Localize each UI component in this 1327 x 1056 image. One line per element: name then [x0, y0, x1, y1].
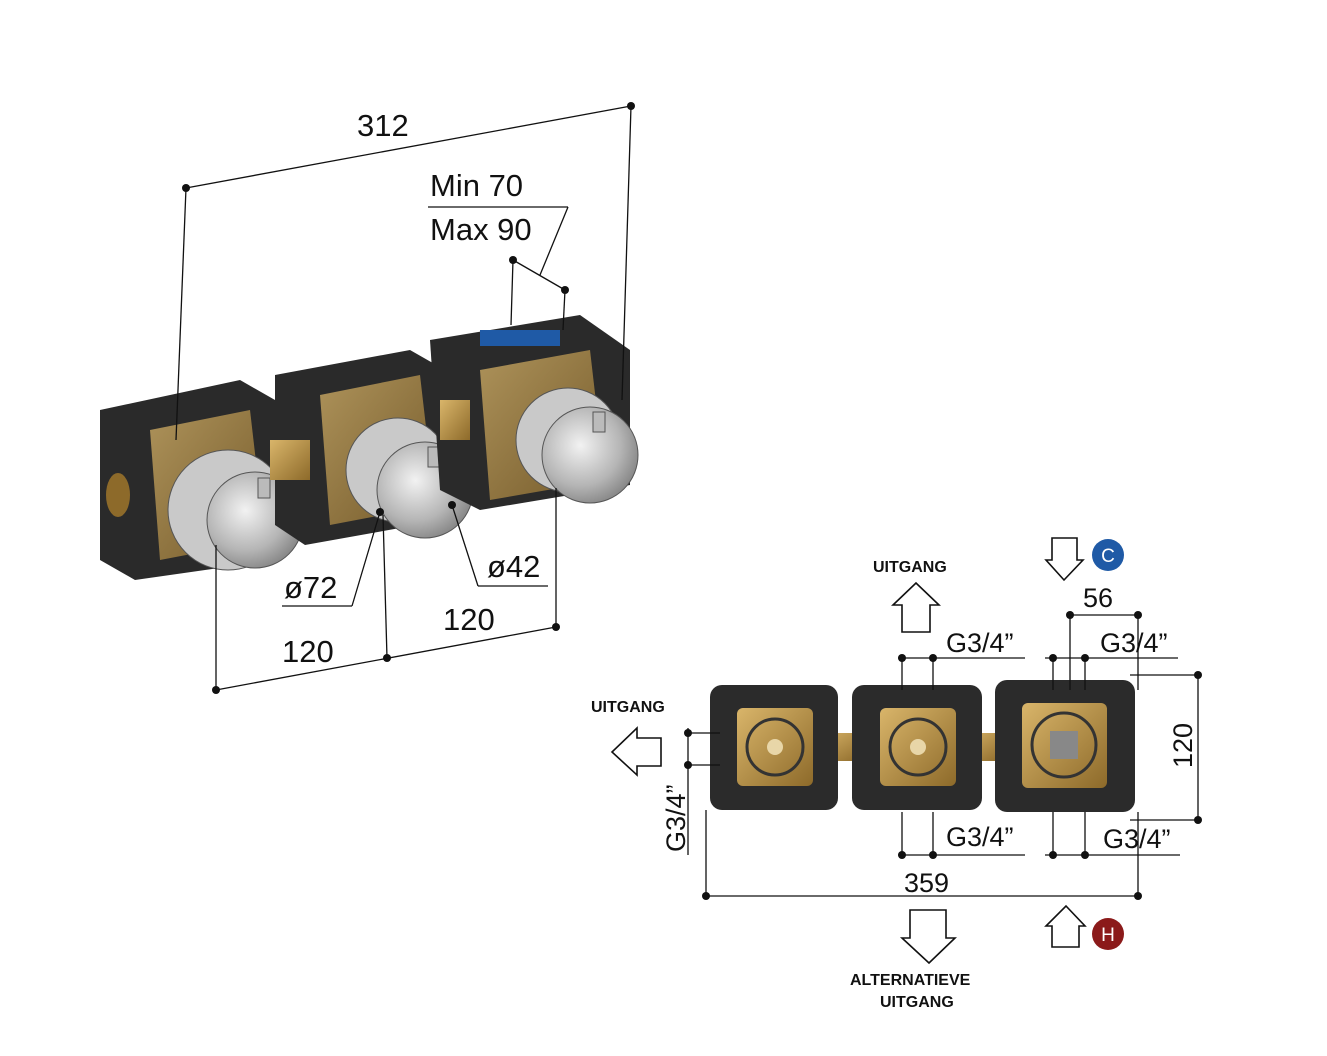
top-view: UITGANG UITGANG ALTERNATIEVE UITGANG C H… [591, 537, 1202, 1011]
outlet-alt-label-1: ALTERNATIEVE [850, 972, 971, 989]
spacing-2: 120 [443, 602, 495, 637]
height-dim: 120 [1168, 723, 1198, 768]
housing-top-1 [710, 685, 838, 810]
housing-top-2 [852, 685, 982, 810]
plate-diameter: ø72 [284, 570, 337, 605]
housing-right [430, 315, 639, 510]
iso-body [100, 315, 639, 580]
outlet-alt-label-2: UITGANG [880, 994, 954, 1011]
thread-top-middle: G3/4” [946, 628, 1014, 658]
arrow-up-outlet [891, 581, 941, 633]
cold-badge [1092, 539, 1124, 571]
hot-badge [1092, 918, 1124, 950]
knob-diameter: ø42 [487, 549, 540, 584]
dimension-spacing: 120 120 [212, 488, 560, 694]
dimension-312: 312 [175, 102, 635, 441]
arrow-down-cold [1044, 537, 1085, 582]
dim-total-width: 312 [357, 108, 409, 143]
thread-top-right: G3/4” [1100, 628, 1168, 658]
spacing-1: 120 [282, 634, 334, 669]
thread-bottom-right: G3/4” [1103, 824, 1171, 854]
thread-bottom-middle: G3/4” [946, 822, 1014, 852]
dimension-depth: Min 70 Max 90 [428, 168, 569, 331]
arrow-down-alternative [899, 909, 957, 965]
hot-badge-label: H [1101, 925, 1115, 946]
housing-top-3 [995, 680, 1135, 812]
arrow-left-outlet [610, 726, 662, 777]
inlet-spacing: 56 [1083, 583, 1113, 613]
cold-badge-label: C [1101, 546, 1115, 567]
outlet-left-label: UITGANG [591, 699, 665, 716]
total-length: 359 [904, 868, 949, 898]
top-view-dimensions: G3/4” G3/4” 56 120 G3/4” G3/4” G [661, 583, 1202, 900]
outlet-top-label: UITGANG [873, 559, 947, 576]
housing-middle [270, 350, 474, 545]
depth-min: Min 70 [430, 168, 523, 203]
depth-max: Max 90 [430, 212, 532, 247]
dimension-diameters: ø72 ø42 [282, 501, 548, 607]
housing-left [100, 380, 304, 580]
arrow-up-hot [1044, 904, 1087, 948]
iso-view: 312 Min 70 Max 90 ø72 ø42 [100, 102, 639, 694]
thread-left: G3/4” [661, 784, 691, 852]
